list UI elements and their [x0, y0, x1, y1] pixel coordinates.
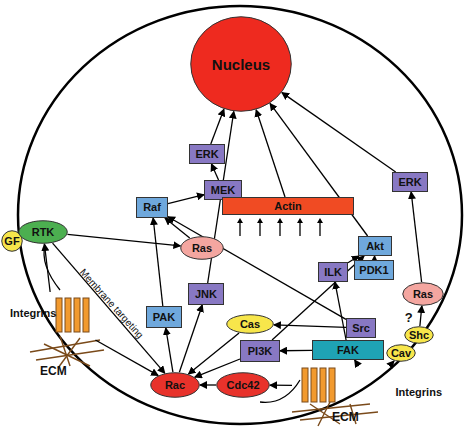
signal-arrow	[168, 195, 204, 204]
node-label: ERK	[398, 177, 421, 188]
signal-arrow	[270, 385, 292, 386]
integrin-bars	[56, 298, 89, 332]
signal-arrow	[411, 192, 421, 282]
kinase-box: ERK	[392, 172, 428, 192]
node-label: RTK	[32, 227, 55, 238]
node-label: Ras	[413, 289, 433, 300]
node-label: Integrins	[396, 387, 442, 398]
adaptor-ellipse: Cav	[386, 344, 416, 362]
edge-label: ?	[405, 310, 413, 325]
signal-arrow	[390, 361, 394, 366]
integrin-group: Integrins	[6, 292, 100, 340]
node-label: Actin	[274, 201, 302, 212]
node-label: Cav	[391, 348, 411, 359]
node-label: Akt	[366, 241, 384, 252]
node-label: PI3K	[248, 346, 272, 357]
nucleus-circle: Nucleus	[190, 16, 292, 112]
actin-arrowheads	[237, 218, 323, 223]
integrin-group: Integrins	[292, 366, 452, 406]
signal-arrow	[200, 384, 216, 385]
node-label: Ras	[192, 243, 212, 254]
node-label: MEK	[211, 185, 235, 196]
signal-arrow	[282, 93, 396, 172]
kinase-box: PDK1	[354, 260, 394, 280]
cell-membrane	[18, 6, 462, 424]
signal-arrow	[256, 110, 285, 197]
ecm-label: ECM	[40, 364, 67, 378]
integrin-bars	[302, 368, 335, 402]
signal-arrow	[270, 103, 368, 236]
node-label: PDK1	[359, 265, 388, 276]
receptor-ellipse: RTK	[18, 220, 68, 244]
gtpase-ellipse: Rac	[150, 372, 200, 398]
signal-arrow	[211, 109, 224, 144]
node-label: ILK	[324, 267, 342, 278]
gtpase-ellipse: Ras	[402, 282, 444, 306]
node-label: PAK	[153, 312, 175, 323]
node-label: Raf	[143, 202, 161, 213]
node-label: Src	[352, 323, 370, 334]
node-label: GF	[4, 236, 19, 247]
node-label: Rac	[165, 380, 185, 391]
node-label: Cdc42	[226, 380, 259, 391]
signal-arrow	[335, 282, 346, 340]
signal-arrow	[153, 218, 163, 306]
node-label: Shc	[409, 330, 429, 341]
kinase-box: JNK	[188, 283, 224, 305]
gtpase-ellipse: Ras	[180, 236, 224, 260]
kinase-box: PAK	[146, 306, 182, 328]
adaptor-ellipse: Shc	[404, 326, 434, 344]
ecm-label: ECM	[332, 410, 359, 424]
node-label: JNK	[195, 289, 217, 300]
kinase-box: FAK	[312, 340, 384, 360]
kinase-box: Src	[346, 318, 376, 338]
signal-arrow	[179, 305, 202, 372]
node-label: Integrins	[10, 308, 56, 319]
signal-arrow	[274, 325, 346, 328]
node-label: Nucleus	[212, 57, 270, 72]
signal-arrow	[44, 244, 50, 292]
membrane-arrow	[44, 245, 60, 290]
signal-arrow	[95, 340, 158, 375]
signal-arrow	[165, 218, 190, 238]
gtpase-ellipse: Cdc42	[216, 372, 270, 398]
shape-outline	[292, 366, 452, 406]
kinase-box: ILK	[318, 262, 348, 282]
kinase-box: Raf	[136, 197, 168, 218]
signal-arrow	[166, 328, 173, 372]
signal-arrow	[188, 333, 239, 374]
kinase-box: ERK	[189, 144, 225, 164]
signal-arrow	[280, 350, 312, 352]
kinase-box: Akt	[358, 236, 392, 256]
signal-arrow	[67, 234, 180, 245]
node-label: ERK	[195, 149, 218, 160]
signal-arrow	[355, 360, 359, 366]
node-label: Cas	[240, 319, 260, 330]
signal-arrow	[420, 306, 422, 326]
kinase-box: PI3K	[240, 340, 280, 362]
node-label: FAK	[337, 345, 359, 356]
adaptor-ellipse: Cas	[226, 314, 274, 334]
actin-arrows	[240, 222, 320, 236]
signal-arrow	[211, 164, 218, 180]
actin-bar: Actin	[222, 197, 354, 215]
